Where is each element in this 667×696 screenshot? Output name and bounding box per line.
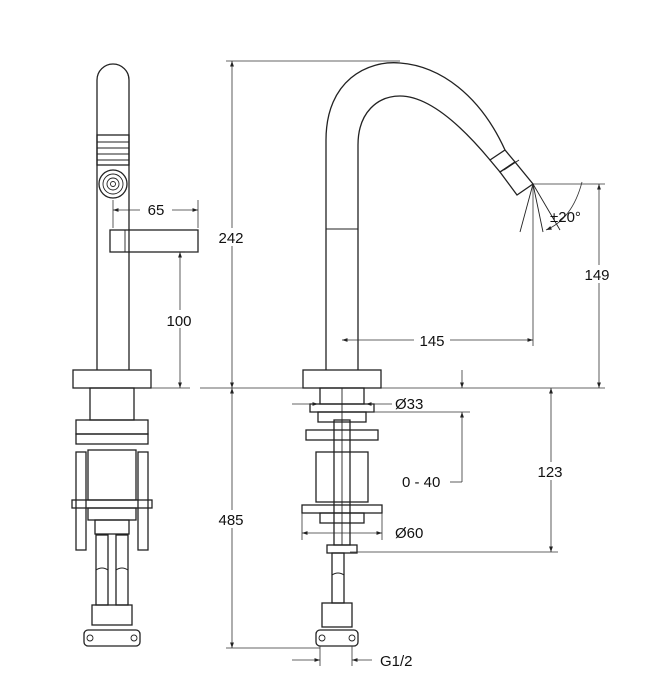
side-view: 65 100 [71, 63, 199, 647]
dim-242: 242 [214, 60, 400, 388]
dim-o60-label: Ø60 [395, 525, 423, 542]
dim-100: 100 [151, 251, 198, 389]
dim-145: 145 [342, 186, 534, 350]
side-lever [109, 229, 199, 253]
dim-242-label: 242 [218, 230, 243, 247]
dim-149: 149 [533, 183, 618, 388]
dim-0-40-label: 0 - 40 [402, 474, 440, 491]
dim-angle-label: ±20° [550, 209, 581, 226]
dim-o33-label: Ø33 [395, 396, 423, 413]
dim-123-label: 123 [537, 464, 562, 481]
dim-100-label: 100 [166, 313, 191, 330]
dim-123: 123 [350, 388, 570, 553]
dim-0-40: 0 - 40 [370, 370, 470, 491]
dim-g12: G1/2 [292, 646, 413, 670]
front-view: 242 145 149 ±20° Ø33 [200, 60, 618, 670]
front-base-and-fittings [301, 369, 383, 647]
dim-65-label: 65 [148, 202, 165, 219]
dim-485: 485 [214, 388, 320, 649]
front-spout [325, 62, 534, 370]
dim-145-label: 145 [419, 333, 444, 350]
dim-o60: Ø60 [301, 513, 423, 542]
dim-o33: Ø33 [292, 396, 423, 413]
side-spout [96, 63, 130, 370]
dim-angle: ±20° [519, 181, 583, 233]
dim-g12-label: G1/2 [380, 653, 413, 670]
side-aerator-icon [98, 169, 128, 199]
side-base-and-fittings [71, 369, 153, 647]
dim-65: 65 [112, 200, 199, 228]
dim-485-label: 485 [218, 512, 243, 529]
dim-149-label: 149 [584, 267, 609, 284]
